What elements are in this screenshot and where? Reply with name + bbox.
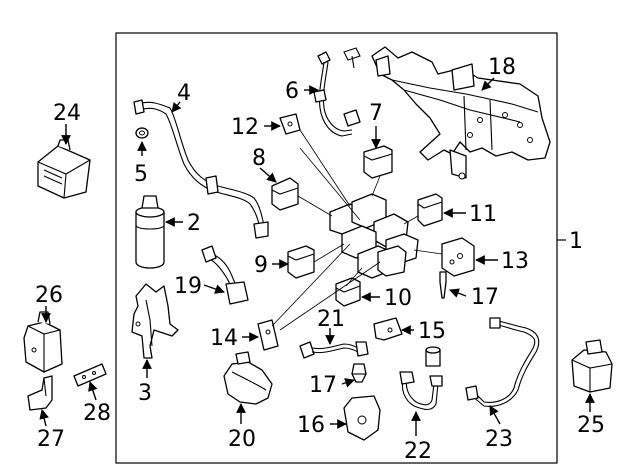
callout-12: 12 [231, 115, 259, 140]
part-25-relay [571, 339, 613, 393]
callout-8: 8 [252, 146, 266, 171]
callout-25: 25 [577, 413, 605, 438]
callout-1: 1 [569, 229, 583, 254]
part-2-receiver-drier [135, 195, 165, 269]
part-22-harness [399, 371, 443, 411]
part-28-strip [73, 363, 107, 387]
callout-18: 18 [488, 55, 516, 80]
part-17-sensor-lower [351, 363, 367, 383]
assembly-frame [115, 32, 558, 464]
callout-27: 27 [37, 427, 65, 452]
relay-cluster [329, 193, 419, 279]
callout-13: 13 [501, 249, 529, 274]
part-9-relay [287, 245, 315, 279]
callout-3: 3 [138, 381, 152, 406]
callout-19: 19 [174, 274, 202, 299]
part-6-harness [313, 51, 361, 137]
relay-leader-lines [271, 129, 443, 331]
part-27-bracket [27, 375, 53, 411]
callout-28: 28 [83, 401, 111, 426]
part-4-ac-line [133, 99, 269, 239]
part-23-ac-line [465, 317, 540, 407]
callout-24: 24 [53, 101, 81, 126]
part-13-block [441, 237, 475, 277]
callout-23: 23 [485, 427, 513, 452]
part-26-relay [23, 311, 63, 373]
part-12-clip [279, 113, 301, 135]
callout-11: 11 [469, 202, 497, 227]
part-14-bracket [257, 319, 279, 351]
part-17-sensor-upper [439, 271, 447, 299]
part-21-harness [299, 341, 369, 359]
callout-4: 4 [177, 81, 191, 106]
part-5-o-ring [135, 127, 149, 139]
callout-10: 10 [384, 286, 412, 311]
callout-17-lower: 17 [309, 373, 337, 398]
callout-9: 9 [254, 253, 268, 278]
part-20-harness [223, 351, 273, 405]
callout-17-upper: 17 [471, 285, 499, 310]
part-11-relay [417, 193, 443, 227]
callout-7: 7 [369, 101, 383, 126]
callout-21: 21 [317, 307, 345, 332]
part-19-harness [201, 245, 249, 305]
callout-15: 15 [418, 319, 446, 344]
part-10-relay [335, 277, 361, 307]
part-8-relay [271, 177, 299, 211]
part-18-bracket [343, 46, 551, 180]
part-sleeve [425, 346, 441, 367]
part-24-module [37, 139, 91, 199]
part-15-bracket [373, 317, 403, 341]
part-7-relay [363, 145, 393, 179]
callout-20: 20 [228, 427, 256, 452]
callout-2: 2 [187, 211, 201, 236]
callout-6: 6 [285, 79, 299, 104]
callout-16: 16 [297, 413, 325, 438]
callout-22: 22 [404, 439, 432, 464]
callout-labels: 1 2 3 4 5 6 7 8 9 10 11 12 13 14 15 16 1… [35, 55, 605, 464]
part-16-bracket [343, 395, 381, 441]
callout-5: 5 [134, 162, 148, 187]
callout-14: 14 [210, 326, 238, 351]
callout-26: 26 [35, 283, 63, 308]
callout-arrows [39, 77, 595, 436]
part-3-bracket [131, 283, 179, 359]
